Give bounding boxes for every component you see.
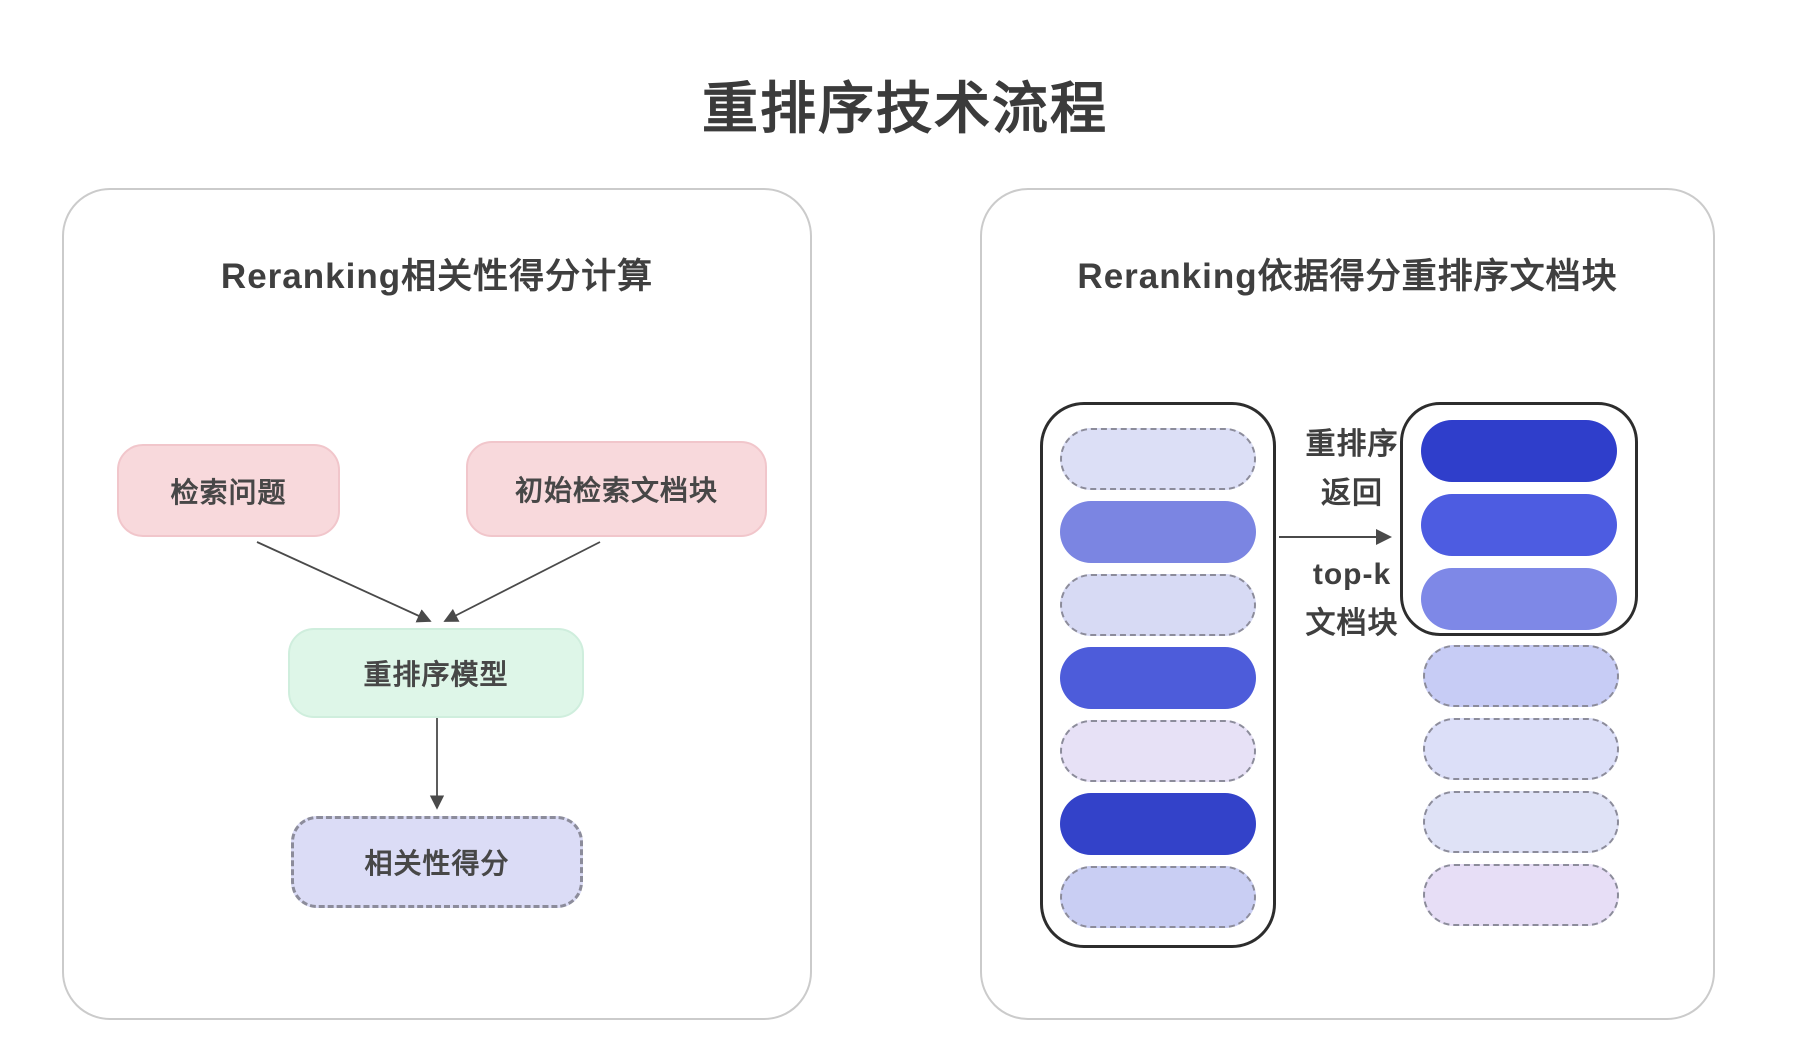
topk-chunks-label: top-k 文档块 [1267,550,1437,648]
query-to-model-arrow [256,541,432,623]
topk-chunks-label-line2: 文档块 [1305,607,1399,640]
document-chunk-pill [1060,720,1256,782]
rerank-model-node: 重排序模型 [288,628,584,718]
document-chunk-pill [1060,428,1256,490]
document-chunk-pill [1423,791,1619,853]
initial-chunks-node-label: 初始检索文档块 [514,475,718,506]
rerank-return-label: 重排序 返回 [1267,420,1437,518]
document-chunk-pill [1060,866,1256,928]
rerank-return-label-line2: 返回 [1321,477,1383,510]
document-chunk-pill [1421,568,1617,630]
relevance-score-node: 相关性得分 [291,816,583,908]
document-chunk-pill [1060,501,1256,563]
score-calculation-panel-title: Reranking相关性得分计算 [220,257,654,296]
document-chunk-pill [1423,864,1619,926]
document-chunk-pill [1421,494,1617,556]
query-node-label: 检索问题 [170,476,287,508]
remaining-chunk-column [1402,645,1640,926]
document-chunk-pill [1423,718,1619,780]
document-chunk-pill [1423,645,1619,707]
query-node: 检索问题 [117,444,340,537]
document-chunk-pill [1421,420,1617,482]
score-calculation-panel: Reranking相关性得分计算 检索问题 初始检索文档块 重排序模型 相关性得… [62,188,812,1020]
chunks-to-model-arrow [443,541,601,622]
topk-chunks-label-line1: top-k [1312,558,1392,591]
document-chunk-pill [1060,574,1256,636]
rerank-model-node-label: 重排序模型 [363,659,509,690]
rerank-order-panel-title: Reranking依据得分重排序文档块 [1077,257,1618,296]
rerank-return-label-line1: 重排序 [1305,428,1399,461]
rerank-order-panel: Reranking依据得分重排序文档块 重排序 返回 top-k 文档块 [980,188,1715,1020]
document-chunk-pill [1060,793,1256,855]
initial-chunk-column-frame [1040,402,1276,948]
page-title: 重排序技术流程 [702,76,1108,140]
topk-chunk-column-frame [1400,402,1638,636]
initial-chunks-node: 初始检索文档块 [466,441,767,537]
relevance-score-node-label: 相关性得分 [364,848,510,879]
document-chunk-pill [1060,647,1256,709]
